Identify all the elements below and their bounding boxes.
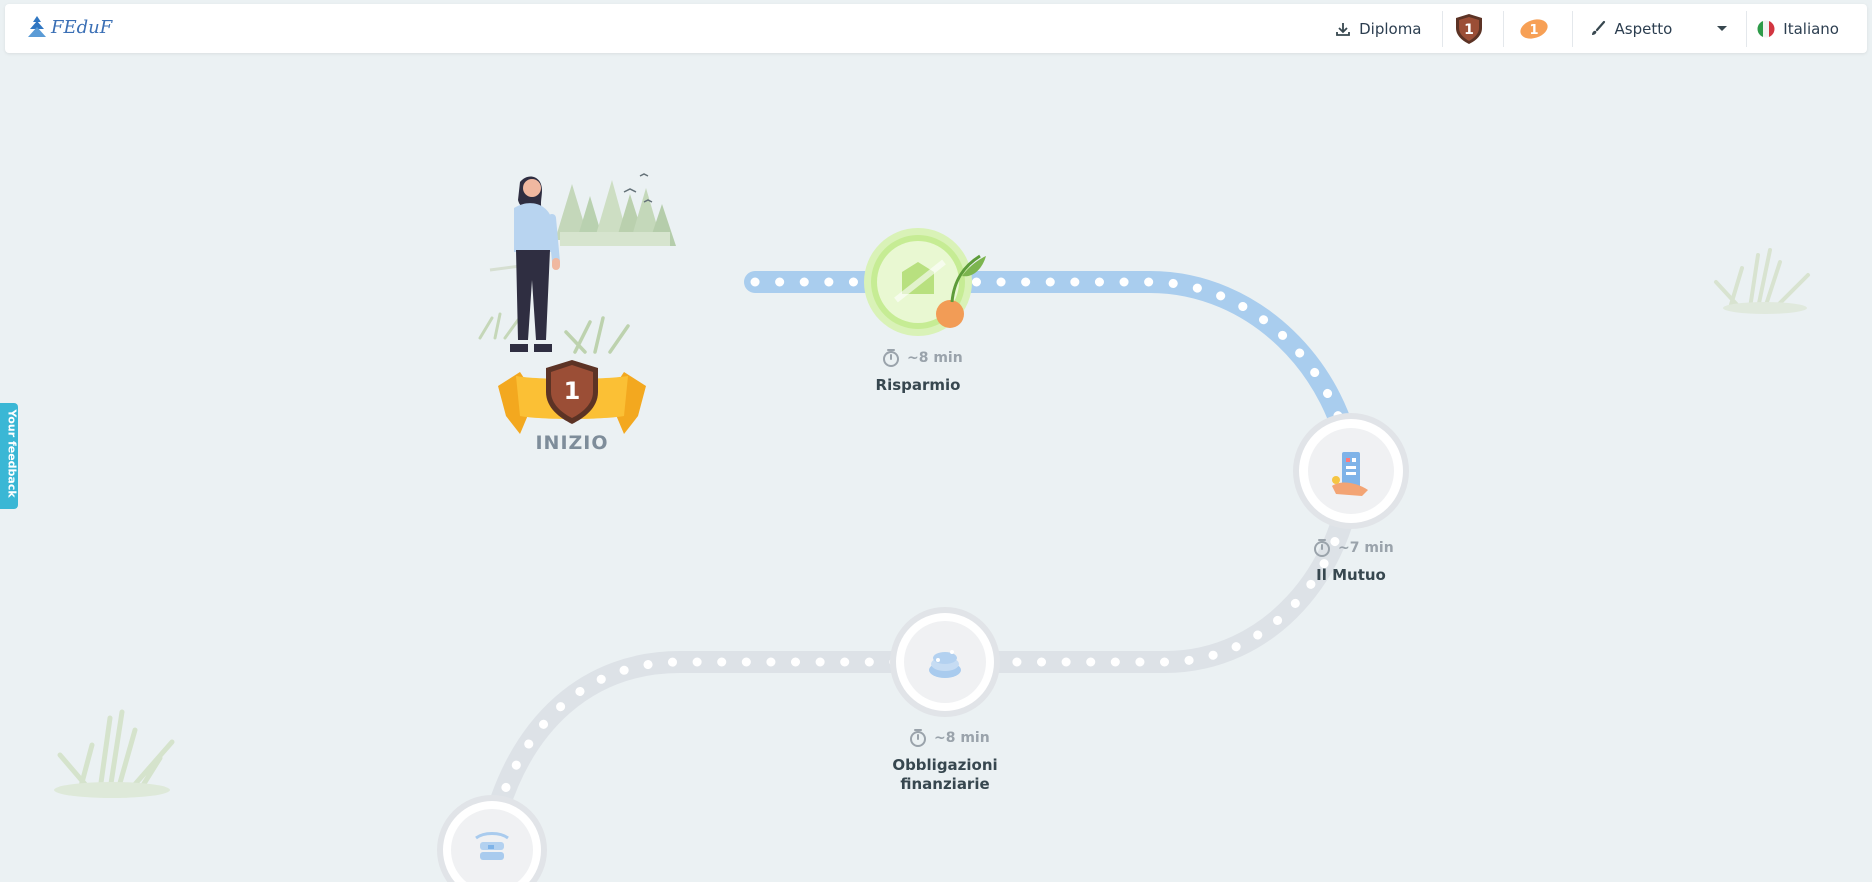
lesson-node-il-mutuo[interactable] bbox=[1293, 413, 1409, 529]
start-badge[interactable]: 1 bbox=[498, 360, 646, 434]
logo-text: FEduF bbox=[51, 16, 113, 38]
lesson-node-obbligazioni-finanziarie[interactable] bbox=[890, 607, 1000, 717]
lesson-time-obbligazioni: ~8 min bbox=[908, 728, 990, 748]
stopwatch-icon bbox=[883, 349, 899, 367]
sweet-potato-coin-icon: 1 bbox=[1519, 18, 1548, 39]
language-selector[interactable]: Italiano bbox=[1747, 4, 1867, 53]
lesson-time-il-mutuo: ~7 min bbox=[1312, 538, 1394, 558]
diploma-label: Diploma bbox=[1359, 19, 1422, 38]
lesson-time-risparmio: ~8 min bbox=[881, 348, 963, 368]
separator bbox=[1746, 10, 1748, 47]
grass-decoration-right bbox=[1714, 248, 1810, 314]
top-navbar: FEduF Diploma 1 1 bbox=[5, 4, 1867, 53]
separator bbox=[1571, 10, 1573, 47]
lesson-node-risparmio[interactable] bbox=[864, 228, 986, 336]
shield-badge[interactable]: 1 bbox=[1443, 4, 1503, 53]
chevron-down-icon bbox=[1717, 25, 1728, 31]
download-icon bbox=[1336, 22, 1351, 36]
start-illustration[interactable] bbox=[478, 173, 676, 354]
feedback-tab[interactable]: Your feedback bbox=[0, 403, 19, 509]
grass-decoration-left bbox=[54, 709, 175, 798]
stopwatch-icon bbox=[910, 729, 926, 747]
shield-count: 1 bbox=[1464, 22, 1474, 38]
language-label: Italiano bbox=[1783, 19, 1839, 38]
feduf-logo-icon bbox=[28, 16, 46, 37]
lesson-title-obbligazioni[interactable]: Obbligazioni finanziarie bbox=[892, 756, 998, 793]
lesson-node-next[interactable] bbox=[437, 795, 547, 882]
woman-figure bbox=[510, 176, 560, 352]
diploma-button[interactable]: Diploma bbox=[1319, 4, 1441, 53]
appearance-label: Aspetto bbox=[1614, 19, 1673, 38]
separator bbox=[1502, 10, 1504, 47]
lesson-title-il-mutuo[interactable]: Il Mutuo bbox=[1316, 566, 1386, 584]
coin-badge[interactable]: 1 bbox=[1504, 4, 1572, 53]
separator bbox=[1441, 10, 1443, 47]
start-label: INIZIO bbox=[535, 432, 609, 454]
lesson-time-text: ~7 min bbox=[1338, 540, 1394, 556]
bonds-icon bbox=[929, 650, 961, 678]
nav-actions: Diploma 1 1 Aspetto bbox=[1319, 4, 1867, 53]
shield-icon: 1 bbox=[1455, 13, 1482, 44]
italy-flag-icon bbox=[1757, 20, 1775, 37]
coin-count: 1 bbox=[1529, 23, 1538, 38]
mortgage-house-icon bbox=[1332, 452, 1368, 496]
forest-scene bbox=[478, 173, 676, 354]
start-level: 1 bbox=[564, 377, 581, 405]
lesson-time-text: ~8 min bbox=[934, 730, 990, 746]
appearance-dropdown[interactable]: Aspetto bbox=[1573, 4, 1747, 53]
stopwatch-icon bbox=[1314, 539, 1330, 557]
lesson-title-risparmio[interactable]: Risparmio bbox=[875, 376, 961, 394]
sweet-potato-icon bbox=[936, 254, 986, 328]
savings-icon bbox=[475, 832, 509, 860]
brush-icon bbox=[1591, 20, 1605, 35]
path-active bbox=[744, 271, 1363, 481]
lesson-time-text: ~8 min bbox=[907, 350, 963, 366]
feduf-logo[interactable]: FEduF bbox=[27, 14, 112, 40]
